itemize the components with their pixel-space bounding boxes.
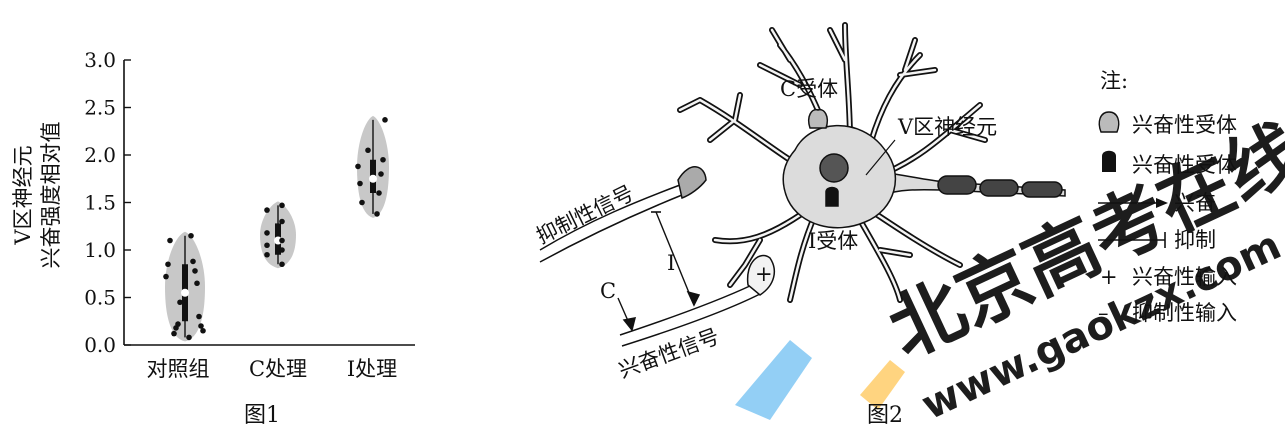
data-point [186, 334, 192, 341]
data-point [365, 147, 371, 154]
y-tick-label: 2.5 [84, 96, 116, 120]
excitatory-fiber-inner [621, 293, 761, 347]
data-point [355, 163, 361, 170]
data-point [175, 321, 181, 327]
y-tick-label: 0.5 [84, 286, 116, 310]
data-point [167, 237, 173, 244]
y-axis-label-line2: 兴奋强度相对值 [39, 122, 63, 269]
data-point [196, 313, 202, 320]
data-point [376, 190, 382, 196]
plus-sign-label: + [755, 262, 773, 286]
data-point [264, 230, 270, 236]
excitatory-fiber-outer [619, 284, 753, 336]
data-point [171, 330, 177, 337]
data-point [190, 258, 196, 265]
figure-1-chart: V区神经元 兴奋强度相对值 0.00.51.01.52.02.53.0 对照组 … [11, 48, 415, 428]
data-point [279, 261, 285, 268]
watermark-swoosh-light [735, 340, 812, 420]
y-tick-label: 0.0 [84, 333, 116, 357]
legend-item-6-text: 抑制性输入 [1132, 301, 1237, 325]
legend: 注: 兴奋性受体 兴奋性受体 兴奋 抑制 + 兴奋性输入 – 抑制性输入 [1098, 69, 1237, 325]
legend-item-1-text: 兴奋性受体 [1132, 113, 1237, 137]
inhibitory-terminal [677, 166, 707, 200]
figure-2-caption: 图2 [867, 403, 903, 428]
violins [163, 115, 389, 342]
data-point [198, 323, 204, 329]
y-axis-label-line1: V区神经元 [11, 145, 35, 245]
legend-item-4-text: 抑制 [1174, 228, 1216, 252]
i-receptor-icon [825, 186, 839, 207]
y-tick-label: 2.0 [84, 143, 116, 167]
figure-1-caption: 图1 [244, 403, 280, 428]
violin-median [181, 288, 189, 297]
myelin-sheath [937, 175, 1063, 198]
data-point [188, 232, 194, 239]
data-point [163, 273, 169, 280]
data-point [264, 242, 270, 249]
data-point [279, 218, 285, 225]
i-path-label: I [667, 251, 675, 275]
data-point [279, 202, 285, 209]
x-tick-label-c: C处理 [249, 357, 307, 381]
c-receptor-label: C受体 [780, 77, 838, 101]
data-point [359, 199, 365, 206]
data-point [194, 280, 200, 287]
v-neuron-pointer [865, 139, 896, 176]
legend-gray-receptor-icon [1098, 111, 1120, 133]
y-tick-label: 3.0 [84, 48, 116, 72]
legend-minus-symbol: – [1098, 301, 1109, 325]
data-point [279, 247, 285, 253]
data-point [264, 207, 270, 213]
c-path-arrowhead [622, 317, 637, 332]
legend-arrow-icon [1156, 198, 1168, 208]
legend-title: 注: [1100, 69, 1128, 93]
data-point [357, 180, 363, 187]
y-tick-label: 1.0 [84, 238, 116, 262]
data-point [200, 327, 206, 334]
x-tick-label-i: I处理 [347, 357, 397, 381]
figure-2-diagram [539, 22, 1066, 347]
legend-black-receptor-icon [1102, 150, 1116, 172]
legend-item-2-text: 兴奋性受体 [1132, 153, 1237, 177]
violin-median [369, 174, 377, 183]
legend-item-5-text: 兴奋性输入 [1132, 265, 1237, 289]
i-path-line [655, 211, 695, 306]
data-point [382, 117, 388, 123]
inhibitory-fiber-inner [539, 194, 683, 263]
data-point [165, 261, 171, 268]
x-tick-label-control: 对照组 [147, 357, 210, 381]
data-point [192, 268, 198, 274]
i-path-arrowhead [686, 290, 701, 307]
v-neuron-label: V区神经元 [897, 115, 997, 139]
c-receptor-icon [807, 108, 829, 129]
legend-plus-symbol: + [1100, 265, 1118, 289]
y-ticks: 0.0 0.5 1.0 1.5 2.0 2.5 3.0 [84, 48, 131, 357]
nucleus [819, 153, 849, 183]
excitatory-terminal [746, 254, 776, 296]
excitatory-signal-label: 兴奋性信号 [616, 324, 723, 382]
data-point [380, 156, 386, 163]
c-path-label: C [600, 279, 616, 303]
inhibitory-fiber-outer [539, 184, 681, 251]
data-point [378, 171, 384, 177]
violin-median [274, 236, 282, 245]
watermark-swoosh-orange [860, 360, 905, 410]
data-point [374, 211, 380, 217]
data-point [279, 237, 285, 244]
data-point [264, 251, 270, 258]
data-point [177, 299, 183, 306]
i-receptor-label: I受体 [808, 229, 858, 253]
y-tick-label: 1.5 [84, 191, 116, 215]
legend-item-3-text: 兴奋 [1174, 191, 1216, 215]
